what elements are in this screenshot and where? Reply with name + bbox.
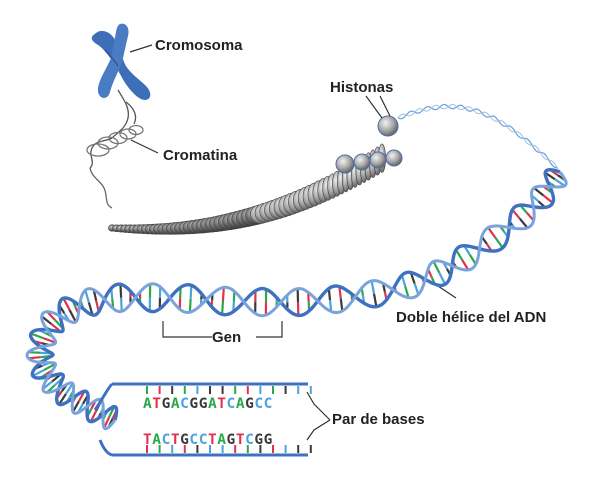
base-pair-ladder [93, 382, 312, 457]
linker-dna [397, 103, 559, 170]
histones-label: Histonas [330, 79, 394, 96]
linker-strand [397, 103, 559, 170]
base-rung [62, 297, 71, 311]
base-rung [413, 283, 420, 295]
nucleotide-letter: C [263, 396, 273, 412]
nucleotide-letter: A [152, 432, 162, 448]
ladder-connector [98, 439, 113, 457]
base-rung [542, 194, 554, 204]
nucleotide-letter: G [226, 432, 236, 448]
nucleotide-letter: G [245, 396, 255, 412]
base-rung [42, 337, 57, 344]
bottom-strand-sequence: TACTGCCTAGTCGG [143, 433, 273, 448]
nucleotide-letter: T [152, 396, 162, 412]
base-rung [469, 254, 477, 265]
base-rung [432, 260, 441, 274]
pointer-lines [129, 44, 457, 441]
nucleotide-letter: C [189, 432, 199, 448]
nucleotide-letter: T [143, 432, 153, 448]
nucleotide-letter: G [161, 396, 171, 412]
nucleotide-letter: C [254, 396, 264, 412]
double-helix-label: Doble hélice del ADN [396, 309, 547, 326]
nucleotide-letter: A [235, 396, 246, 412]
chromatin-loop [108, 115, 403, 235]
nucleotide-letter: C [226, 396, 236, 412]
nucleotide-letter: C [161, 432, 171, 448]
nucleotide-letter: G [254, 432, 264, 448]
nucleotide-letter: A [207, 396, 218, 412]
base-rung [533, 187, 545, 197]
base-rung [339, 298, 344, 312]
base-rung [221, 287, 225, 301]
base-rung [84, 289, 90, 303]
nucleotide-letter: C [245, 432, 255, 448]
base-pairs-label: Par de bases [332, 411, 425, 428]
nucleotide-letter: T [235, 432, 246, 448]
base-rung [58, 393, 67, 406]
chromosome-shape [91, 23, 151, 100]
base-rung [189, 285, 193, 299]
base-rung [40, 315, 52, 325]
histone-bead [353, 153, 371, 171]
nucleotide-letter: A [143, 396, 153, 412]
base-rung [404, 286, 410, 299]
base-rung [68, 309, 77, 323]
base-rung [438, 272, 447, 285]
base-rung [32, 368, 45, 377]
base-rung [120, 297, 123, 312]
base-rung [370, 280, 376, 294]
base-rung [519, 218, 529, 229]
nucleotide-letter: G [198, 396, 208, 412]
base-rung [119, 284, 123, 298]
nucleotide-letter: G [263, 432, 273, 448]
nucleotide-letter: C [180, 396, 190, 412]
nucleotide-letter: G [180, 432, 190, 448]
histone-bead [377, 115, 399, 137]
base-rung [89, 410, 98, 423]
base-rung [188, 298, 192, 313]
base-rung [328, 299, 333, 312]
histone-bead [369, 151, 387, 169]
top-strand-sequence: ATGACGGATCAGCC [143, 397, 273, 412]
gene-label: Gen [212, 329, 242, 346]
base-rung [338, 286, 342, 299]
base-rung [494, 237, 504, 249]
base-rung [30, 332, 44, 340]
nucleotide-letter: C [198, 432, 208, 448]
nucleotide-letter: A [217, 432, 227, 448]
base-rung [221, 300, 225, 315]
linker-strand [397, 103, 559, 169]
chromosome-label: Cromosoma [155, 37, 243, 54]
base-rung [461, 259, 470, 271]
nucleotide-letter: T [217, 396, 227, 412]
base-rung [372, 293, 378, 307]
base-rung [554, 178, 566, 187]
nucleotide-letter: T [170, 432, 181, 448]
histone-bead [335, 154, 355, 174]
chromatin-fiber [86, 89, 144, 209]
backbone-strand [25, 171, 568, 431]
base-rung [43, 362, 56, 371]
ladder-connector [93, 382, 114, 411]
base-rung [487, 226, 497, 239]
chromatin-label: Cromatina [163, 147, 238, 164]
base-rung [87, 302, 94, 316]
base-rung [511, 209, 521, 220]
nucleotide-letter: T [207, 432, 218, 448]
dna-double-helix [25, 167, 568, 431]
histone-bead [385, 149, 403, 167]
nucleotide-letter: A [170, 396, 181, 412]
base-rung [64, 382, 74, 395]
nucleotide-letter: G [189, 396, 199, 412]
